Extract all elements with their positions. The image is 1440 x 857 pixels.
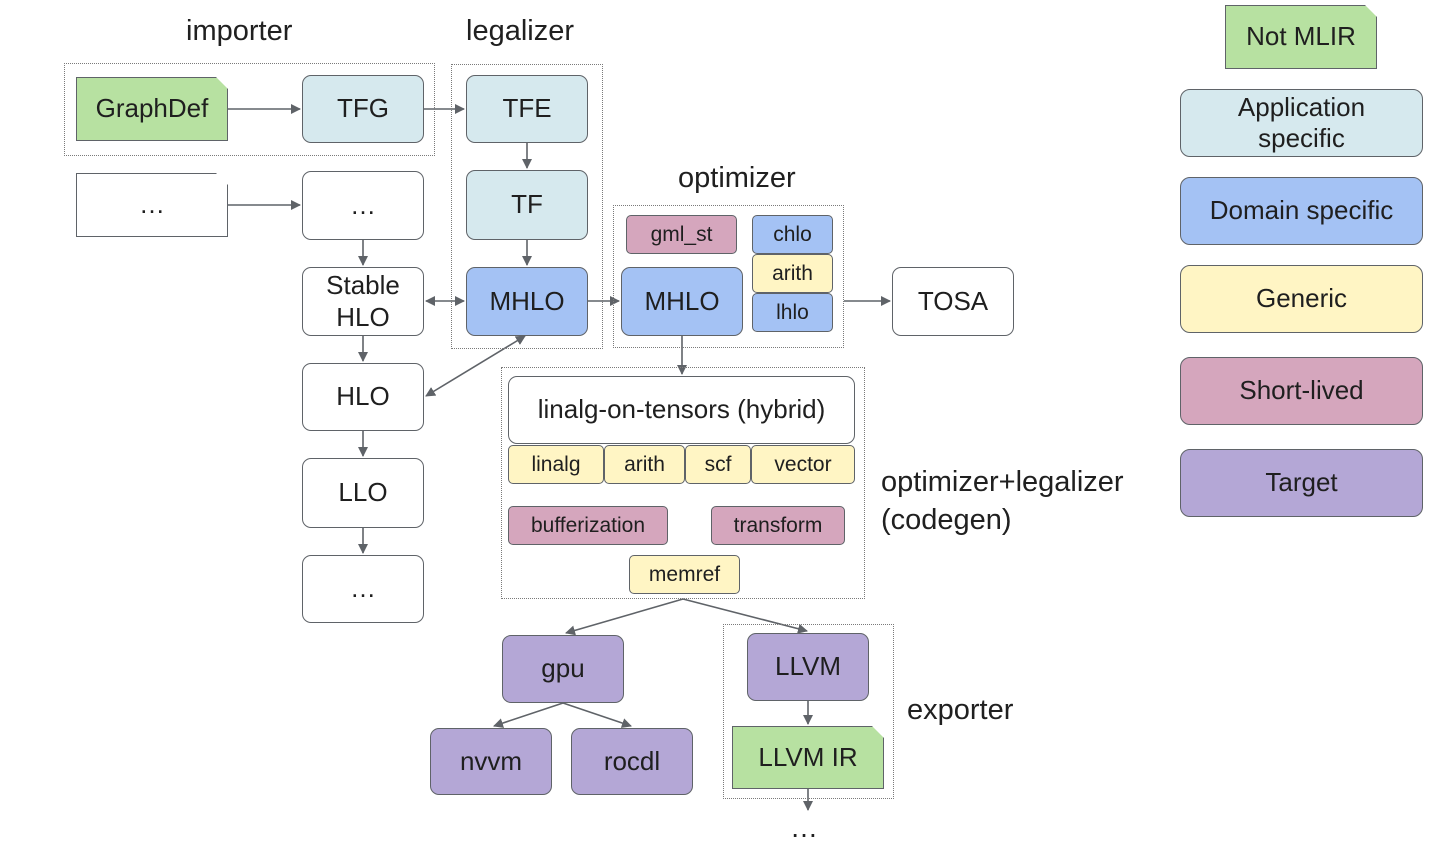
llo-text: LLO <box>338 477 388 508</box>
gpu-node: gpu <box>502 635 624 703</box>
legend-target-text: Target <box>1265 467 1338 498</box>
arith-codegen-text: arith <box>624 452 665 476</box>
optimizer-group <box>613 205 844 348</box>
exporter-label: exporter <box>907 694 1014 726</box>
gpu-text: gpu <box>541 653 585 684</box>
llvm-text: LLVM <box>775 651 841 682</box>
arrow-gpu-nvvm <box>493 702 564 728</box>
mhlo-legalizer-text: MHLO <box>489 285 565 316</box>
lhlo-text: lhlo <box>776 300 809 324</box>
hlo-text: HLO <box>336 381 390 412</box>
nvvm-node: nvvm <box>430 728 552 795</box>
legalizer-group <box>451 64 603 349</box>
mhlo-optimizer-text: MHLO <box>644 285 720 316</box>
ellipsis-box-text: … <box>350 189 376 220</box>
ellipsis-box-node: … <box>302 171 424 240</box>
memref-text: memref <box>648 562 721 586</box>
rocdl-text: rocdl <box>603 745 661 776</box>
scf-node: scf <box>685 445 751 484</box>
legend-application-specific: Application specific <box>1180 89 1423 157</box>
llvm-ir-text: LLVM IR <box>758 741 858 772</box>
bufferization-text: bufferization <box>530 513 646 537</box>
llvm-node: LLVM <box>747 633 869 701</box>
tfe-node: TFE <box>466 75 588 143</box>
hlo-node: HLO <box>302 363 424 431</box>
memref-node: memref <box>629 555 740 594</box>
vector-node: vector <box>751 445 855 484</box>
nvvm-text: nvvm <box>459 745 523 776</box>
linalg-node: linalg <box>508 445 604 484</box>
arith-optimizer-node: arith <box>752 254 833 293</box>
transform-node: transform <box>711 506 845 545</box>
ellipsis-doc-text: … <box>139 189 165 220</box>
arith-optimizer-text: arith <box>772 261 813 285</box>
legend-short-lived: Short-lived <box>1180 357 1423 425</box>
lhlo-node: lhlo <box>752 293 833 332</box>
mhlo-optimizer-node: MHLO <box>621 267 743 336</box>
rocdl-node: rocdl <box>571 728 693 795</box>
legend-domain-specific-text: Domain specific <box>1209 195 1394 226</box>
ellipsis-exporter-text: … <box>790 812 818 843</box>
graphdef-node: GraphDef <box>76 76 229 141</box>
linalg-text: linalg <box>531 452 581 476</box>
legalizer-label: legalizer <box>466 15 574 47</box>
importer-group <box>64 63 435 156</box>
legend-not-mlir: Not MLIR <box>1225 4 1378 69</box>
codegen-label-line2: (codegen) <box>881 504 1012 536</box>
linalg-on-tensors-node: linalg-on-tensors (hybrid) <box>508 376 855 444</box>
mhlo-legalizer-node: MHLO <box>466 267 588 336</box>
optimizer-label: optimizer <box>678 162 796 194</box>
exporter-group <box>723 624 894 799</box>
graphdef-text: GraphDef <box>95 93 209 124</box>
ellipsis-bottom-node: … <box>302 555 424 623</box>
legend-generic-text: Generic <box>1255 283 1348 314</box>
ellipsis-doc-node: … <box>76 172 229 237</box>
scf-text: scf <box>704 452 732 476</box>
legend-target: Target <box>1180 449 1423 517</box>
chlo-node: chlo <box>752 215 833 254</box>
tosa-text: TOSA <box>917 285 989 316</box>
gml-st-text: gml_st <box>650 222 713 246</box>
tf-node: TF <box>466 170 588 240</box>
codegen-label-line1: optimizer+legalizer <box>881 466 1124 498</box>
legend-application-specific-text: Application specific <box>1237 91 1366 153</box>
legend-short-lived-text: Short-lived <box>1239 375 1364 406</box>
tf-text: TF <box>511 189 543 220</box>
legend-not-mlir-text: Not MLIR <box>1246 21 1356 52</box>
tfg-text: TFG <box>337 93 389 124</box>
linalg-on-tensors-text: linalg-on-tensors (hybrid) <box>537 394 826 425</box>
codegen-group <box>501 367 865 599</box>
tfe-text: TFE <box>502 93 552 124</box>
arrow-gpu-rocdl <box>562 702 632 728</box>
arith-codegen-node: arith <box>604 445 685 484</box>
gml-st-node: gml_st <box>626 215 737 254</box>
tfg-node: TFG <box>302 75 424 143</box>
ellipsis-bottom-text: … <box>350 573 376 604</box>
legend-generic: Generic <box>1180 265 1423 333</box>
legend-domain-specific: Domain specific <box>1180 177 1423 245</box>
stable-hlo-text: Stable HLO <box>326 270 400 332</box>
bufferization-node: bufferization <box>508 506 668 545</box>
chlo-text: chlo <box>773 222 812 246</box>
stable-hlo-node: Stable HLO <box>302 267 424 336</box>
llo-node: LLO <box>302 458 424 528</box>
vector-text: vector <box>774 452 832 476</box>
llvm-ir-node: LLVM IR <box>732 725 885 789</box>
importer-label: importer <box>186 15 293 47</box>
transform-text: transform <box>733 513 823 537</box>
arrow-memref-gpu <box>565 598 684 636</box>
tosa-node: TOSA <box>892 267 1014 336</box>
